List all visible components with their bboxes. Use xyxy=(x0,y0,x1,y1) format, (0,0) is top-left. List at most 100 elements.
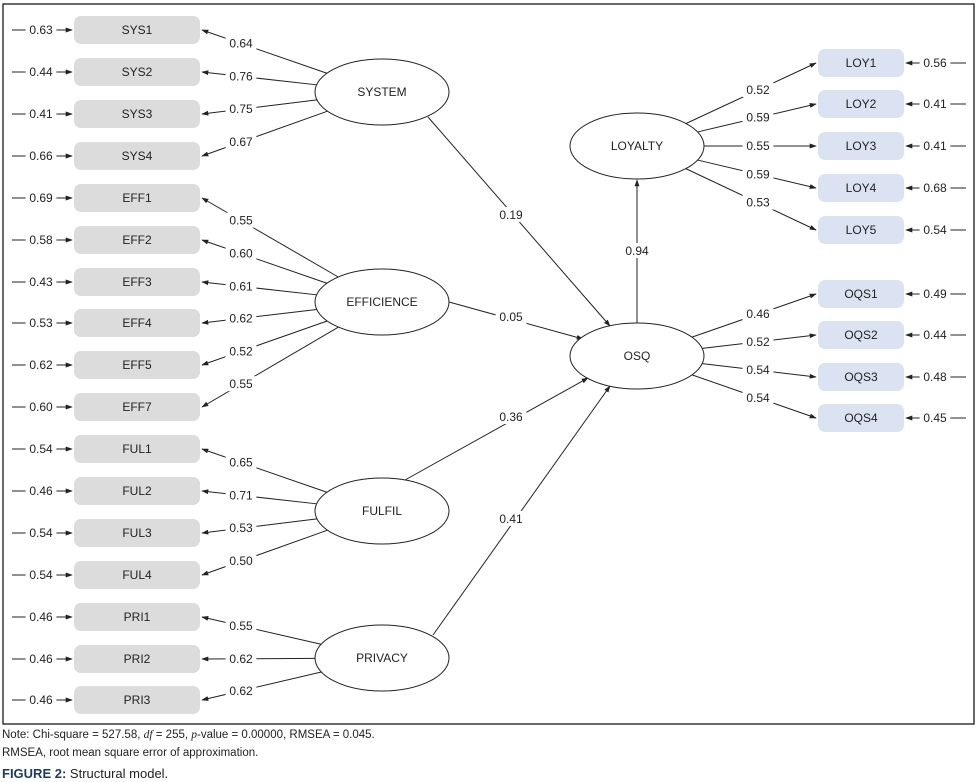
loading-value-eff5-bg xyxy=(225,343,257,359)
loading-arrow-pri1 xyxy=(201,616,322,645)
indicator-loy5-box xyxy=(818,216,904,244)
loading-value-oqs3: 0.54 xyxy=(746,363,770,377)
loading-value-pri3-bg xyxy=(225,682,257,698)
loading-value-sys1: 0.64 xyxy=(229,36,253,50)
error-value-loy1: 0.56 xyxy=(923,56,947,70)
indicator-loy4-box xyxy=(818,174,904,202)
error-value-ful3-bg xyxy=(25,525,57,540)
loading-value-eff1-bg xyxy=(225,212,257,228)
loading-value-eff7-bg xyxy=(225,376,257,392)
error-value-loy3-bg xyxy=(919,138,951,153)
loading-value-oqs1-bg xyxy=(742,306,774,322)
error-value-sys3-bg xyxy=(25,106,57,121)
loading-value-loy5: 0.53 xyxy=(746,196,770,210)
error-value-pri3-bg xyxy=(25,692,57,707)
error-value-eff4: 0.53 xyxy=(29,316,53,330)
error-value-ful2: 0.46 xyxy=(29,484,53,498)
abbreviation-note: RMSEA, root mean square error of approxi… xyxy=(2,747,259,759)
indicator-oqs1-box xyxy=(818,280,904,308)
error-value-oqs3: 0.48 xyxy=(923,370,947,384)
error-value-loy2-bg xyxy=(919,96,951,111)
df-value: = 255, xyxy=(152,729,192,741)
path-coef-privacy: 0.41 xyxy=(499,512,523,526)
loading-value-oqs4-bg xyxy=(742,389,774,405)
indicator-eff7-label: EFF7 xyxy=(122,400,152,414)
error-value-pri2: 0.46 xyxy=(29,652,53,666)
construct-system-ellipse xyxy=(314,58,450,126)
indicator-pri2-box xyxy=(74,645,200,673)
error-value-sys4-bg xyxy=(25,148,57,163)
indicator-loy2-box xyxy=(818,90,904,118)
loading-arrow-eff2 xyxy=(201,239,328,284)
loading-value-ful1: 0.65 xyxy=(229,455,253,469)
path-coef-system-bg xyxy=(495,207,527,222)
indicator-sys4-box xyxy=(74,142,200,170)
indicator-loy1-label: LOY1 xyxy=(846,56,877,70)
loading-value-oqs2-bg xyxy=(742,333,774,349)
loading-value-eff2: 0.60 xyxy=(229,246,253,260)
error-value-eff1-bg xyxy=(25,190,57,205)
construct-efficience-label: EFFICIENCE xyxy=(346,295,417,309)
loading-value-eff3: 0.61 xyxy=(229,279,253,293)
error-value-sys3: 0.41 xyxy=(29,107,53,121)
construct-privacy-ellipse xyxy=(314,624,450,692)
error-value-eff7-bg xyxy=(25,399,57,414)
indicator-pri1-box xyxy=(74,603,200,631)
indicator-eff4-label: EFF4 xyxy=(122,316,152,330)
indicator-loy3-box xyxy=(818,132,904,160)
loading-value-loy4-bg xyxy=(742,166,774,182)
loading-value-loy3-bg xyxy=(742,138,774,153)
loading-arrow-eff1 xyxy=(201,197,339,278)
path-coef-system: 0.19 xyxy=(499,208,523,222)
indicator-ful1-box xyxy=(74,435,200,463)
indicator-loy4-label: LOY4 xyxy=(846,181,877,195)
loading-value-ful3-bg xyxy=(225,520,257,536)
error-value-ful4-bg xyxy=(25,567,57,582)
path-privacy-to-osq xyxy=(432,385,611,636)
error-value-oqs2: 0.44 xyxy=(923,328,947,342)
nodes-layer: SYS1SYS2SYS3SYS4SYSTEMEFF1EFF2EFF3EFF4EF… xyxy=(74,16,904,714)
error-value-eff3: 0.43 xyxy=(29,275,53,289)
error-value-eff1: 0.69 xyxy=(29,191,53,205)
df-symbol: df xyxy=(143,729,153,741)
loading-value-eff2-bg xyxy=(225,245,257,261)
loading-value-ful1-bg xyxy=(225,454,257,470)
construct-fulfil-ellipse xyxy=(314,477,450,545)
loading-value-eff4-bg xyxy=(225,310,257,326)
path-coef-osq-loyalty-bg xyxy=(621,243,653,258)
loading-arrow-eff4 xyxy=(201,309,317,325)
error-value-eff3-bg xyxy=(25,274,57,289)
indicator-oqs3-label: OQS3 xyxy=(844,370,878,384)
loading-value-ful4: 0.50 xyxy=(229,554,253,568)
error-value-loy2: 0.41 xyxy=(923,97,947,111)
indicator-loy3-label: LOY3 xyxy=(846,139,877,153)
indicator-ful3-box xyxy=(74,519,200,547)
error-value-sys2: 0.44 xyxy=(29,65,53,79)
loading-value-loy2-bg xyxy=(742,109,774,125)
error-value-eff5: 0.62 xyxy=(29,358,53,372)
loading-value-sys2-bg xyxy=(225,68,257,84)
error-value-loy3: 0.41 xyxy=(923,139,947,153)
loading-arrow-sys3 xyxy=(201,99,317,116)
error-value-ful1: 0.54 xyxy=(29,442,53,456)
indicator-eff5-box xyxy=(74,351,200,379)
indicator-ful3-label: FUL3 xyxy=(122,526,152,540)
loading-arrow-ful2 xyxy=(201,489,317,505)
loading-value-pri2: 0.62 xyxy=(229,652,253,666)
loading-arrow-sys4 xyxy=(201,110,328,157)
loading-value-oqs1: 0.46 xyxy=(746,307,770,321)
error-value-sys4: 0.66 xyxy=(29,149,53,163)
construct-system-label: SYSTEM xyxy=(357,85,406,99)
indicator-eff2-label: EFF2 xyxy=(122,233,152,247)
construct-efficience-ellipse xyxy=(314,268,450,336)
error-value-ful3: 0.54 xyxy=(29,526,53,540)
loading-value-loy4: 0.59 xyxy=(746,167,770,181)
error-value-ful1-bg xyxy=(25,441,57,456)
indicator-sys1-box xyxy=(74,16,200,44)
loading-arrow-eff5 xyxy=(201,320,328,366)
construct-fulfil-label: FULFIL xyxy=(362,504,402,518)
error-value-oqs1: 0.49 xyxy=(923,287,947,301)
construct-loyalty-label: LOYALTY xyxy=(611,139,663,153)
error-value-eff2: 0.58 xyxy=(29,233,53,247)
path-coef-efficience-bg xyxy=(495,309,527,324)
